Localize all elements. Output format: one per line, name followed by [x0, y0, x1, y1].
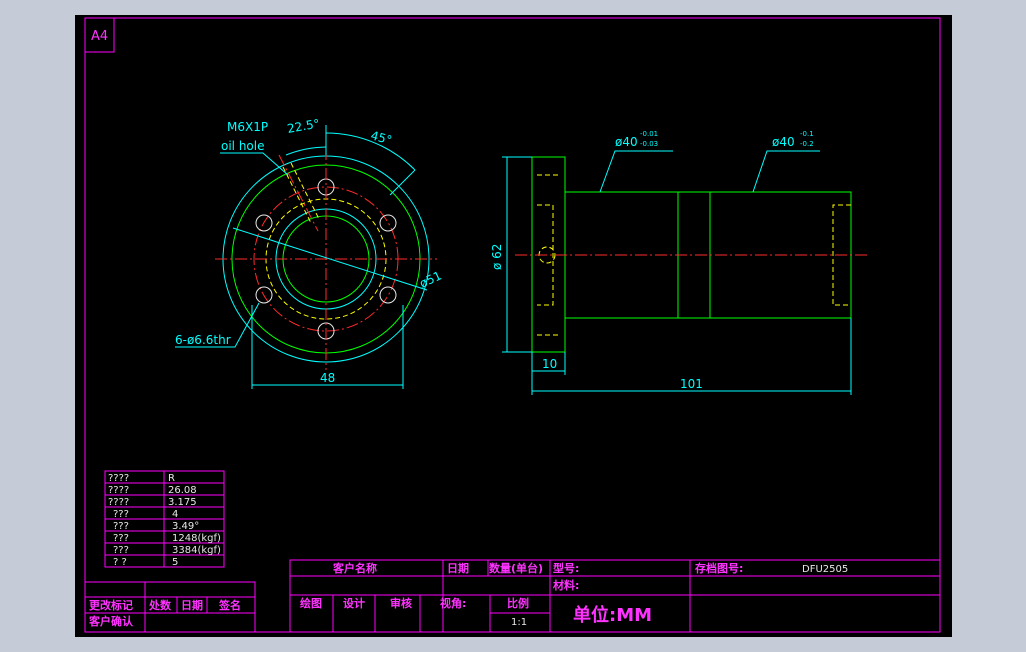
- angle-arc-large: [325, 132, 416, 171]
- bolt-hole-label: 6-ø6.6thr: [175, 333, 231, 347]
- spec-key: ???: [113, 533, 129, 544]
- model-label: 型号:: [553, 561, 579, 575]
- dia-left-leader: [599, 150, 673, 193]
- oil-hole: [278, 154, 320, 232]
- revision-block: 更改标记 处数 日期 签名 客户确认: [84, 581, 256, 633]
- draw-label: 绘图: [300, 596, 322, 610]
- bolt-hole-leader: [175, 302, 260, 348]
- pcd-dim-line: [232, 227, 428, 291]
- spec-value: 3.49°: [172, 521, 199, 532]
- angle-small-label: 22.5°: [286, 116, 321, 135]
- spec-value: 26.08: [168, 485, 197, 496]
- spec-key: ????: [108, 485, 129, 496]
- spec-key: ? ?: [113, 557, 127, 568]
- rev-date-label: 日期: [181, 598, 203, 612]
- spec-value: 4: [172, 509, 178, 520]
- drawing-sheet: A4 M6X1P oil hole: [75, 15, 952, 637]
- archive-value: DFU2505: [802, 564, 848, 575]
- angle-large-label: 45°: [369, 128, 393, 147]
- pcd-label: ø51: [417, 268, 443, 290]
- count-label: 处数: [148, 598, 172, 612]
- dia-right-tol-lower: -0.2: [800, 140, 814, 148]
- dia-right-label: ø40: [772, 135, 795, 149]
- bolt-hole: [255, 286, 273, 304]
- drawing-canvas[interactable]: A4 M6X1P oil hole: [75, 15, 952, 637]
- sign-label: 签名: [218, 598, 241, 612]
- customer-name-label: 客户名称: [332, 561, 377, 575]
- thread-label: M6X1P: [227, 120, 268, 134]
- scale-value: 1:1: [511, 617, 527, 628]
- customer-confirm-label: 客户确认: [88, 614, 134, 628]
- unit-label: 单位:MM: [573, 604, 652, 626]
- bolt-holes: [255, 178, 397, 340]
- bolt-hole: [255, 214, 273, 232]
- change-mark-label: 更改标记: [89, 598, 133, 612]
- check-label: 审核: [390, 596, 412, 610]
- spec-key: ????: [108, 473, 129, 484]
- front-view: M6X1P oil hole 22.5° 45° ø51 6-ø6.6thr 4…: [175, 116, 444, 389]
- sheet-size-label: A4: [91, 29, 108, 44]
- dia-left-tol-upper: -0.01: [640, 130, 658, 138]
- spec-value: R: [168, 473, 175, 484]
- title-block: 客户名称 日期 数量(单台) 型号: 存档图号: DFU2505 材料: 绘图 …: [289, 559, 941, 633]
- dia-right-tol-upper: -0.1: [800, 130, 814, 138]
- bolt-hole: [379, 286, 397, 304]
- spec-value: 3.175: [168, 497, 197, 508]
- dia-right-leader: [752, 150, 820, 193]
- dia-left-label: ø40: [615, 135, 638, 149]
- length-dim-label: 101: [680, 377, 703, 391]
- date-label: 日期: [447, 561, 469, 575]
- thk-dim-label: 10: [542, 357, 557, 371]
- side-view: ø 62 ø40 -0.01 -0.03 ø40 -0.1 -0.2 10 10…: [490, 130, 870, 395]
- oil-hole-label: oil hole: [221, 139, 265, 153]
- spec-table: ???? R ???? 26.08 ???? 3.175 ??? 4 ??? 3…: [104, 470, 225, 568]
- angle-arc-small: [285, 146, 327, 156]
- spec-key: ????: [108, 497, 129, 508]
- design-label: 设计: [343, 596, 365, 610]
- spec-key: ???: [113, 521, 129, 532]
- archive-label: 存档图号:: [695, 561, 743, 575]
- sheet-size-box: [84, 17, 115, 53]
- spec-value: 5: [172, 557, 178, 568]
- spec-value: 1248(kgf): [172, 533, 221, 544]
- spec-key: ???: [113, 545, 129, 556]
- bolt-hole: [379, 214, 397, 232]
- qty-label: 数量(单台): [489, 561, 543, 575]
- projection-label: 视角:: [440, 596, 466, 610]
- dia-left-tol-lower: -0.03: [640, 140, 658, 148]
- scale-label: 比例: [507, 596, 529, 610]
- spec-value: 3384(kgf): [172, 545, 221, 556]
- flange-dia-label: ø 62: [490, 244, 504, 270]
- oil-hole-leader: [220, 152, 289, 176]
- material-label: 材料:: [553, 578, 579, 592]
- spec-key: ???: [113, 509, 129, 520]
- width-dim-label: 48: [320, 371, 335, 385]
